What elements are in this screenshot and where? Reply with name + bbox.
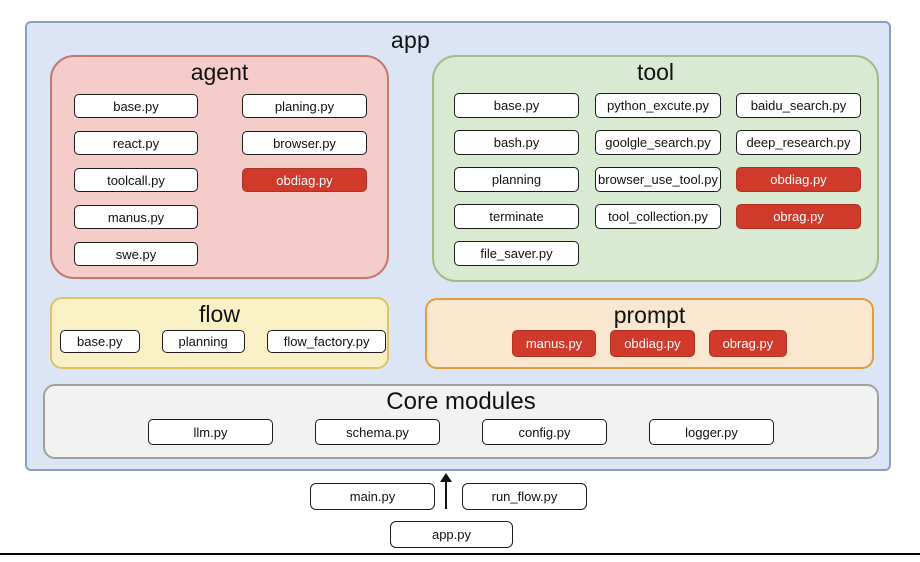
prompt-section-title: prompt [613,302,686,328]
prompt-section: prompt manus.py obdiag.py obrag.py [425,298,874,369]
module-box: terminate [454,204,579,229]
entry-file-main: main.py [310,483,435,510]
module-box: deep_research.py [736,130,861,155]
module-box: browser_use_tool.py [595,167,721,192]
tool-column-1: base.py bash.py planning terminate file_… [454,93,579,266]
tool-column-2: python_excute.py goolgle_search.py brows… [595,93,721,229]
module-box: python_excute.py [595,93,721,118]
module-box-highlighted: obdiag.py [610,330,695,357]
module-box-highlighted: obdiag.py [736,167,861,192]
module-box: planning [454,167,579,192]
module-box: llm.py [148,419,273,445]
module-box: planning [161,330,245,353]
module-box: manus.py [74,205,198,229]
agent-column-2: planing.py browser.py obdiag.py [242,94,367,192]
core-items-row: llm.py schema.py config.py logger.py [45,419,877,445]
entry-file-app: app.py [390,521,513,548]
module-box: goolgle_search.py [595,130,721,155]
core-modules-section: Core modules llm.py schema.py config.py … [43,384,879,459]
app-title: app [390,27,431,53]
tool-section: tool base.py bash.py planning terminate … [432,55,879,282]
flow-section-title: flow [199,301,240,327]
tool-section-title: tool [636,59,675,85]
module-box: base.py [74,94,198,118]
agent-section: agent base.py react.py toolcall.py manus… [50,55,389,279]
flow-items-row: base.py planning flow_factory.py [60,330,387,353]
module-box-highlighted: manus.py [511,330,597,357]
entry-file-run-flow: run_flow.py [462,483,587,510]
module-box: browser.py [242,131,367,155]
module-box-highlighted: obrag.py [708,330,788,357]
module-box: file_saver.py [454,241,579,266]
module-box: baidu_search.py [736,93,861,118]
module-box: bash.py [454,130,579,155]
module-box: react.py [74,131,198,155]
module-box: base.py [60,330,140,353]
module-box: tool_collection.py [595,204,721,229]
bottom-divider [0,553,920,555]
module-box: flow_factory.py [266,330,387,353]
module-box: config.py [482,419,607,445]
module-box: logger.py [649,419,774,445]
up-arrow-head-icon [440,473,452,482]
flow-section: flow base.py planning flow_factory.py [50,297,389,369]
agent-column-1: base.py react.py toolcall.py manus.py sw… [74,94,198,266]
module-box-highlighted: obdiag.py [242,168,367,192]
module-box: schema.py [315,419,440,445]
agent-section-title: agent [190,59,249,85]
module-box: base.py [454,93,579,118]
module-box-highlighted: obrag.py [736,204,861,229]
module-box: swe.py [74,242,198,266]
module-box: planing.py [242,94,367,118]
module-box: toolcall.py [74,168,198,192]
tool-column-3: baidu_search.py deep_research.py obdiag.… [736,93,861,229]
app-container: app agent base.py react.py toolcall.py m… [25,21,891,471]
up-arrow-icon [445,481,447,509]
prompt-items-row: manus.py obdiag.py obrag.py [427,330,872,357]
core-modules-title: Core modules [386,388,536,415]
